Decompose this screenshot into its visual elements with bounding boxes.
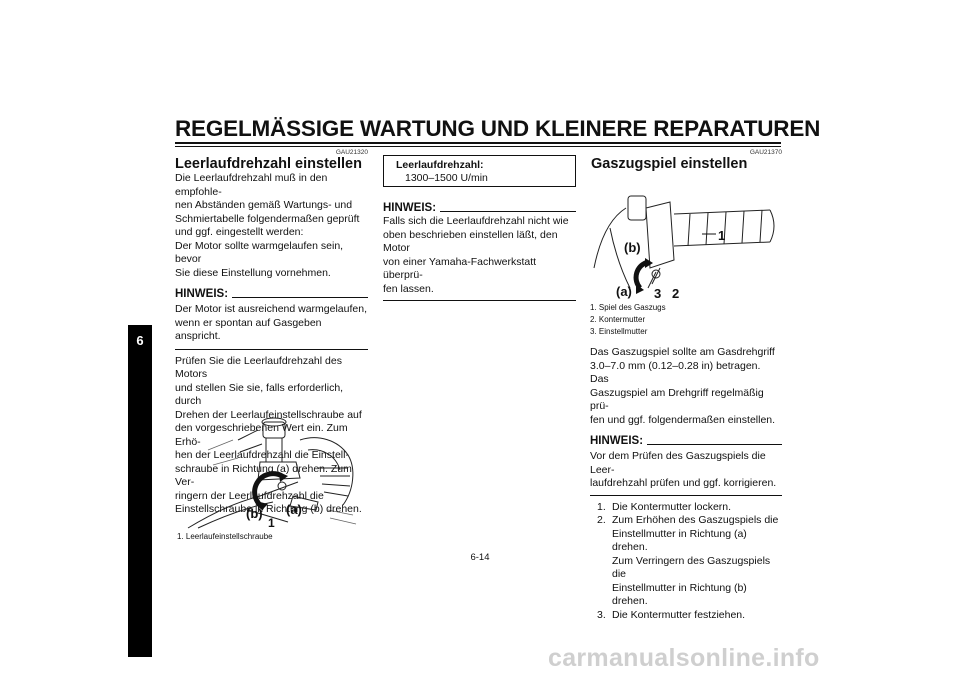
figure-label-b: (b) [624, 240, 641, 255]
note-rule [232, 297, 368, 298]
spec-box: Leerlaufdrehzahl: 1300–1500 U/min [383, 155, 576, 187]
note-label: HINWEIS: [383, 202, 437, 214]
note-rule [440, 211, 576, 212]
figure-label-2: 2 [672, 286, 679, 300]
list-item: 3. Die Kontermutter festziehen. [590, 609, 782, 623]
figure-label-a: (a) [286, 502, 302, 517]
figure-caption-3: 3. Einstellmutter [590, 327, 648, 336]
figure-label-1: 1 [718, 228, 725, 243]
note-text: Falls sich die Leerlaufdrehzahl nicht wi… [383, 215, 569, 295]
steps-list: 1. Die Kontermutter lockern. 2. Zum Erhö… [590, 501, 782, 623]
note-text: Der Motor ist ausreichend warmgelaufen, … [175, 303, 368, 342]
step-number: 2. [597, 514, 606, 526]
figure-caption-2: 2. Kontermutter [590, 315, 646, 324]
step-text: Die Kontermutter festziehen. [612, 608, 746, 621]
step-text: Zum Erhöhen des Gaszugspiels die Einstel… [612, 514, 779, 607]
figure-label-3: 3 [654, 286, 661, 300]
figure-caption-1: 1. Spiel des Gaszugs [590, 303, 666, 312]
figure-label-a: (a) [616, 284, 632, 299]
note-end-rule [383, 300, 576, 301]
intro-paragraph: Das Gaszugspiel sollte am Gasdrehgriff 3… [590, 346, 776, 426]
intro-paragraph: Die Leerlaufdrehzahl muß in den empfohle… [175, 172, 360, 279]
section-heading: Leerlaufdrehzahl einstellen [175, 156, 362, 172]
figure-caption: 1. Leerlaufeinstellschraube [177, 532, 273, 541]
note-rule [647, 444, 782, 445]
note-heading: HINWEIS: [590, 433, 782, 447]
section-heading: Gaszugspiel einstellen [591, 156, 748, 172]
idle-screw-figure: (b) (a) 1 [187, 417, 357, 530]
throttle-grip-figure: (b) 1 (a) 3 2 [593, 195, 775, 300]
step-text: Die Kontermutter lockern. [612, 500, 732, 513]
note-end-rule [175, 348, 368, 350]
title-rule-thin [175, 146, 781, 147]
page-title: REGELMÄSSIGE WARTUNG UND KLEINERE REPARA… [175, 116, 821, 141]
chapter-tab-number: 6 [136, 333, 144, 348]
watermark: carmanualsonline.info [548, 644, 820, 672]
section-code: GAU21370 [749, 149, 782, 156]
list-item: 1. Die Kontermutter lockern. [590, 501, 782, 515]
step-number: 1. [597, 500, 606, 513]
right-column: 1. Spiel des Gaszugs 2. Kontermutter 3. … [590, 302, 782, 622]
title-rule [175, 142, 781, 144]
note-heading: HINWEIS: [383, 200, 576, 214]
list-item: 2. Zum Erhöhen des Gaszugspiels die Eins… [590, 514, 782, 609]
section-code: GAU21320 [335, 149, 368, 156]
right-column-header: GAU21370 Gaszugspiel einstellen [591, 149, 782, 172]
chapter-tab: 6 [128, 325, 152, 657]
note-heading: HINWEIS: [175, 286, 368, 300]
note-label: HINWEIS: [175, 288, 229, 300]
note-label: HINWEIS: [590, 435, 644, 447]
figure-label-1: 1 [268, 516, 275, 530]
note-text: Vor dem Prüfen des Gaszugspiels die Leer… [590, 450, 777, 489]
figure-label-b: (b) [246, 506, 263, 521]
step-number: 3. [597, 608, 606, 621]
spec-label: Leerlaufdrehzahl: [396, 159, 484, 171]
spec-value: 1300–1500 U/min [405, 172, 488, 184]
page-number: 6-14 [470, 552, 490, 563]
note-end-rule [590, 494, 782, 496]
middle-column: HINWEIS: Falls sich die Leerlaufdrehzahl… [383, 200, 576, 301]
